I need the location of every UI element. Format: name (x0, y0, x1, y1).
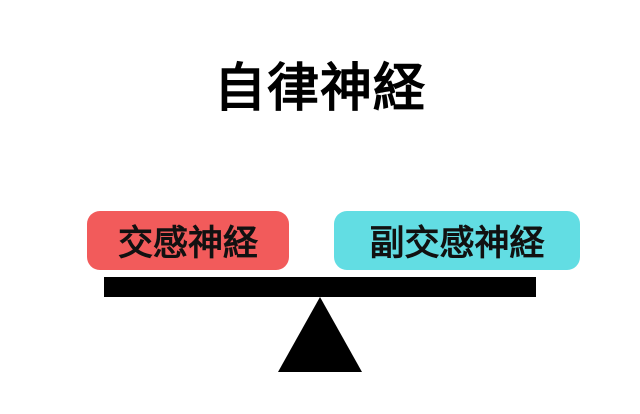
fulcrum-triangle (278, 297, 362, 372)
seesaw-beam (104, 277, 536, 297)
sympathetic-label: 交感神経 (87, 211, 289, 270)
parasympathetic-label-text: 副交感神経 (369, 224, 545, 264)
diagram-title: 自律神経 (213, 59, 426, 119)
parasympathetic-label: 副交感神経 (334, 211, 580, 270)
sympathetic-label-text: 交感神経 (117, 224, 258, 264)
